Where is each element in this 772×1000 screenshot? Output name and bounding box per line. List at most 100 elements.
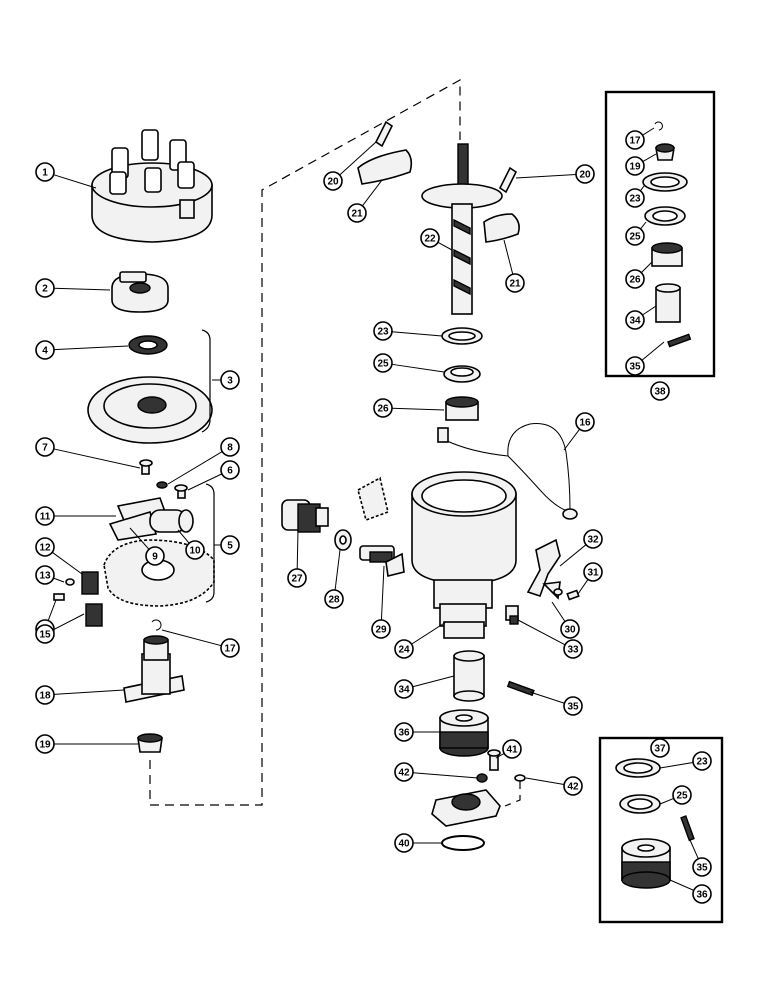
callout-k38-19: 19 xyxy=(625,153,657,176)
snap-ring xyxy=(151,619,162,631)
callout-c19: 19 xyxy=(35,734,138,754)
callout-number: 6 xyxy=(227,466,233,477)
callout-number: 22 xyxy=(424,234,436,245)
callout-k38-25: 25 xyxy=(625,221,647,246)
callout-number: 21 xyxy=(509,279,521,290)
callout-number: 33 xyxy=(567,645,579,656)
leader-line xyxy=(339,141,377,176)
callout-circle xyxy=(35,624,55,644)
leader-line xyxy=(529,691,565,704)
sealing-washer xyxy=(334,529,352,551)
callout-circle xyxy=(394,679,414,699)
callout-number: 16 xyxy=(579,418,591,429)
callout-circle xyxy=(35,340,55,360)
callout-circle xyxy=(583,562,603,582)
roll-pin xyxy=(680,815,695,842)
leader-line xyxy=(640,185,645,192)
advance-weight xyxy=(483,213,520,243)
distributor-cap xyxy=(91,129,213,243)
callout-c34: 34 xyxy=(394,675,455,699)
callout-circle xyxy=(347,203,367,223)
callout-circle xyxy=(563,776,583,796)
callout-number: 4 xyxy=(42,346,48,357)
callout-c31: 31 xyxy=(577,562,603,595)
leader-line xyxy=(659,797,674,805)
callout-number: 31 xyxy=(587,568,599,579)
group-bracket-5 xyxy=(205,483,215,603)
leader-line xyxy=(53,577,65,583)
leader-line xyxy=(503,239,514,275)
leader-line xyxy=(495,752,505,759)
thrust-washer xyxy=(619,794,661,814)
callout-number: 20 xyxy=(327,177,339,188)
callout-number: 2 xyxy=(42,284,48,295)
callout-circle xyxy=(35,506,55,526)
leader-line xyxy=(412,772,479,779)
callout-number: 34 xyxy=(629,316,641,327)
leader-line xyxy=(525,777,565,785)
callout-circle xyxy=(563,639,583,659)
callout-circle xyxy=(220,437,240,457)
callout-circle xyxy=(35,537,55,557)
leader-line xyxy=(167,451,223,485)
leader-line xyxy=(51,551,83,575)
callout-circle xyxy=(35,278,55,298)
screw xyxy=(566,589,580,601)
callout-circle xyxy=(692,884,712,904)
leader-line xyxy=(559,544,587,567)
callout-number: 9 xyxy=(152,552,158,563)
screw xyxy=(174,484,188,499)
drive-gear xyxy=(621,838,671,889)
bushing xyxy=(655,283,681,323)
leader-line xyxy=(334,549,341,591)
cap-screw xyxy=(487,749,501,771)
leader-line xyxy=(52,613,85,631)
callout-circle xyxy=(625,130,645,150)
callout-circle xyxy=(373,353,393,373)
leader-line xyxy=(641,261,653,273)
callout-c21a: 21 xyxy=(347,179,383,223)
callout-number: 35 xyxy=(567,702,579,713)
callout-number: 36 xyxy=(696,890,708,901)
callout-circle xyxy=(185,540,205,560)
callout-circle xyxy=(692,857,712,877)
leader-line xyxy=(53,287,111,291)
callout-number: 8 xyxy=(227,443,233,454)
breaker-plate xyxy=(103,539,215,607)
distributor-housing xyxy=(123,635,185,703)
callout-k37-25: 25 xyxy=(659,785,692,805)
thrust-washer xyxy=(441,327,483,345)
callout-circle xyxy=(625,188,645,208)
callout-circle xyxy=(371,619,391,639)
callout-number: 27 xyxy=(291,574,303,585)
callout-k38-23: 23 xyxy=(625,185,645,208)
callout-circle xyxy=(560,619,580,639)
group-bracket-3 xyxy=(201,329,211,433)
drive-gear xyxy=(439,709,489,757)
lock-washer xyxy=(156,481,168,489)
leader-line xyxy=(129,527,150,550)
callout-circle xyxy=(35,685,55,705)
leader-line xyxy=(391,363,445,373)
callout-number: 20 xyxy=(579,170,591,181)
nut xyxy=(65,578,75,586)
leader-line xyxy=(161,629,222,647)
bearing xyxy=(651,242,683,267)
callout-number: 25 xyxy=(377,359,389,370)
leader-line xyxy=(437,241,453,251)
callout-circle xyxy=(420,228,440,248)
leader-line xyxy=(669,879,694,891)
callout-c33: 33 xyxy=(517,619,583,659)
callout-k37-23: 23 xyxy=(659,751,712,771)
leader-line xyxy=(391,331,443,337)
callout-c29: 29 xyxy=(371,565,391,639)
callout-number: 23 xyxy=(629,194,641,205)
screw xyxy=(53,593,65,601)
callout-circle xyxy=(220,370,240,390)
callout-k37-35: 35 xyxy=(689,839,712,877)
callout-c36: 36 xyxy=(394,722,440,742)
callout-number: 26 xyxy=(377,404,389,415)
callout-circle xyxy=(692,751,712,771)
terminal-clip xyxy=(81,571,99,595)
